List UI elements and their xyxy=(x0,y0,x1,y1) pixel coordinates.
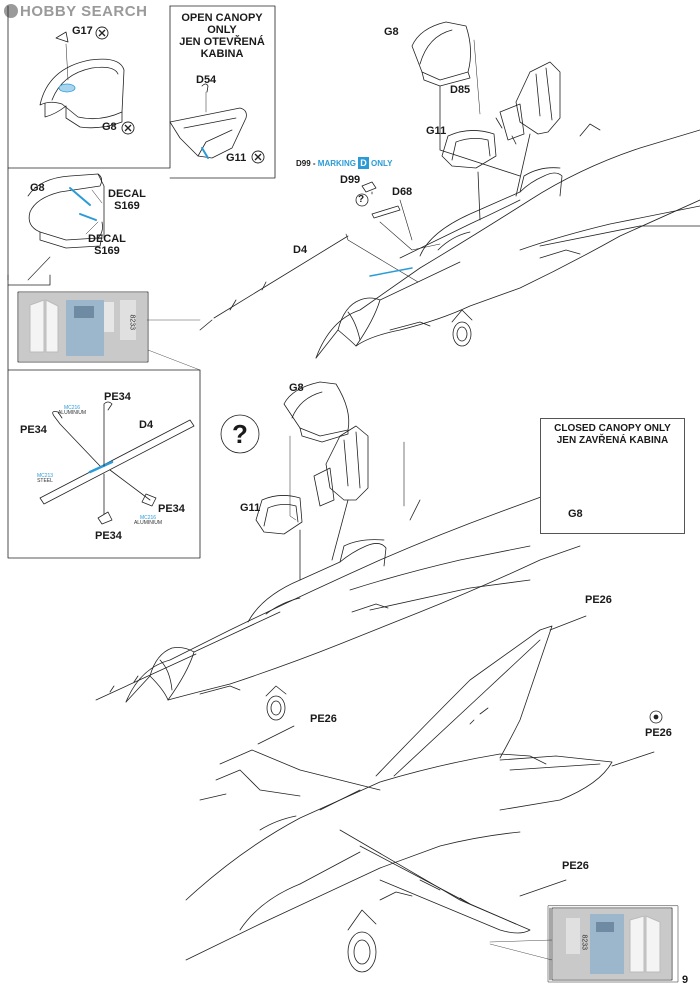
part-label-d54: D54 xyxy=(196,74,217,86)
part-label-pe26-a: PE26 xyxy=(585,594,612,606)
watermark-logo-icon xyxy=(4,4,18,18)
fret-code-lower: 8233 xyxy=(580,934,588,951)
marking-note: D99 - MARKING D ONLY xyxy=(296,157,393,169)
part-label-g8-decal: G8 xyxy=(30,182,45,194)
marking-note-panel xyxy=(294,154,409,168)
part-label-pe26-d: PE26 xyxy=(562,860,589,872)
small-question-mark: ? xyxy=(358,194,365,205)
part-label-d99: D99 xyxy=(340,174,361,186)
part-label-g8-canopy: G8 xyxy=(384,26,399,38)
page-number: 9 xyxy=(682,974,689,986)
watermark: HOBBY SEARCH xyxy=(4,3,147,20)
part-label-pe34-bottom: PE34 xyxy=(95,530,122,542)
part-label-g11-middle: G11 xyxy=(240,502,261,514)
closed-canopy-title: CLOSED CANOPY ONLY JEN ZAVŘENÁ KABINA xyxy=(554,423,671,446)
part-label-pe26-c: PE26 xyxy=(645,727,672,739)
part-label-g11-open: G11 xyxy=(226,152,247,164)
part-label-pe34-left: PE34 xyxy=(20,424,47,436)
part-label-g8-closed: G8 xyxy=(568,508,583,520)
open-canopy-title: OPEN CANOPY ONLY JEN OTEVŘENÁ KABINA xyxy=(179,12,265,60)
part-label-pe34-right: PE34 xyxy=(158,503,185,515)
part-label-d4-upper: D4 xyxy=(293,244,308,256)
part-label-g8-top: G8 xyxy=(102,121,117,133)
part-label-g11-upper: G11 xyxy=(426,125,447,137)
fret-code-upper: 8233 xyxy=(128,314,136,331)
part-label-pe26-b: PE26 xyxy=(310,713,337,725)
part-label-d68: D68 xyxy=(392,186,413,198)
question-mark-icon: ? xyxy=(232,419,248,449)
marking-d-badge: D xyxy=(358,157,369,169)
part-label-g8-middle: G8 xyxy=(289,382,304,394)
part-label-g17: G17 xyxy=(72,25,93,37)
closed-canopy-panel xyxy=(540,418,685,534)
part-label-d85: D85 xyxy=(450,84,471,96)
part-label-pe34-top: PE34 xyxy=(104,391,131,403)
part-label-d4-detail: D4 xyxy=(139,419,154,431)
